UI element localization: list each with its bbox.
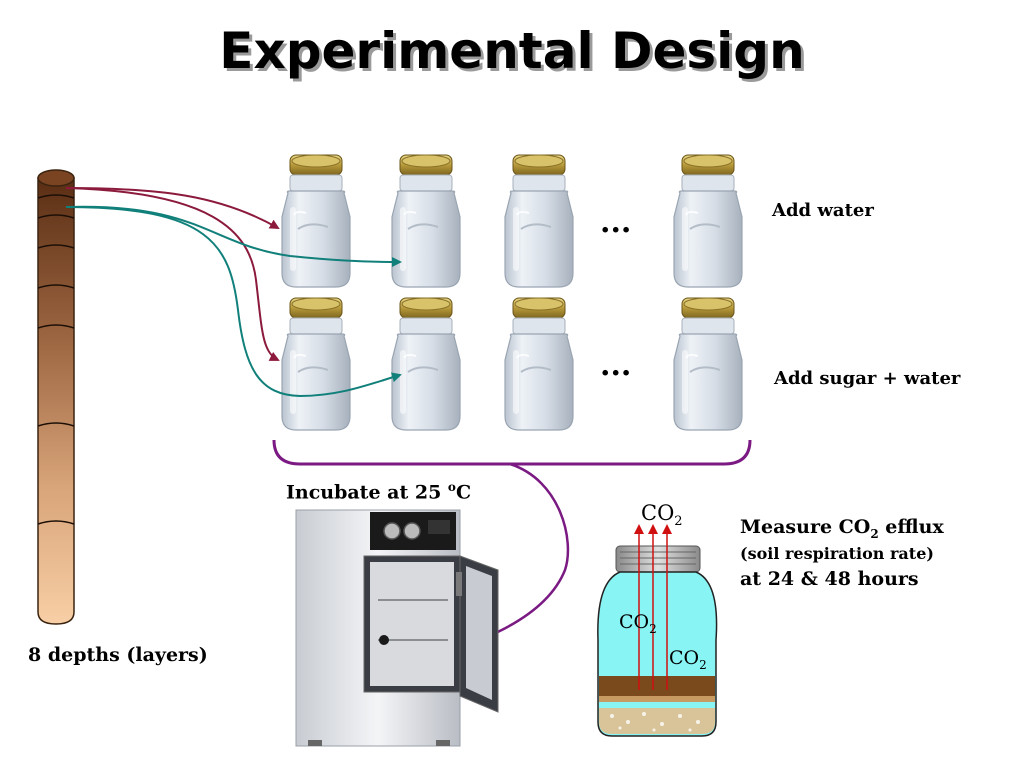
measure-prefix: Measure CO	[740, 516, 871, 538]
jar-1-3	[504, 154, 574, 288]
row2-ellipsis: ...	[600, 348, 631, 383]
page-title: Experimental Design	[219, 22, 805, 80]
measure-line3: at 24 & 48 hours	[740, 568, 919, 590]
incubate-prefix: Incubate at 25	[286, 481, 448, 504]
jar-2-3	[504, 297, 574, 431]
jar-row-water	[281, 154, 743, 288]
measure-line1: Measure CO2 efflux	[740, 516, 944, 541]
arrow-core-to-jar-1-2	[65, 205, 402, 267]
measure-sub: 2	[870, 526, 879, 541]
jar-1-1	[281, 154, 351, 288]
incubate-degree: o	[447, 480, 456, 494]
jar-2-2	[391, 297, 461, 431]
arrow-core-to-jar-1-1	[65, 187, 280, 229]
row2-treatment-label: Add sugar + water	[774, 368, 961, 389]
jar-2-4	[673, 297, 743, 431]
incubate-label: Incubate at 25 oC	[286, 480, 471, 503]
measure-suffix: efflux	[878, 516, 944, 538]
jar-1-2	[391, 154, 461, 288]
arrow-core-to-jar-2-1	[65, 187, 280, 361]
measure-line2: (soil respiration rate)	[740, 544, 934, 563]
row1-ellipsis: ...	[600, 205, 631, 240]
co2-label-middle: CO2	[619, 611, 657, 636]
measurement-jar	[597, 524, 718, 737]
jar-row-sugar-water	[281, 297, 743, 431]
row1-treatment-label: Add water	[772, 200, 874, 221]
co2-label-top: CO2	[641, 501, 683, 529]
soil-core	[37, 169, 75, 625]
incubate-suffix: C	[455, 481, 472, 504]
arrow-core-to-jar-2-2	[65, 206, 402, 398]
jars-bracket	[272, 439, 752, 466]
jar-2-1	[281, 297, 351, 431]
jar-1-4	[673, 154, 743, 288]
incubator-image	[295, 509, 499, 747]
core-label: 8 depths (layers)	[28, 644, 208, 666]
co2-label-lower: CO2	[669, 647, 707, 672]
